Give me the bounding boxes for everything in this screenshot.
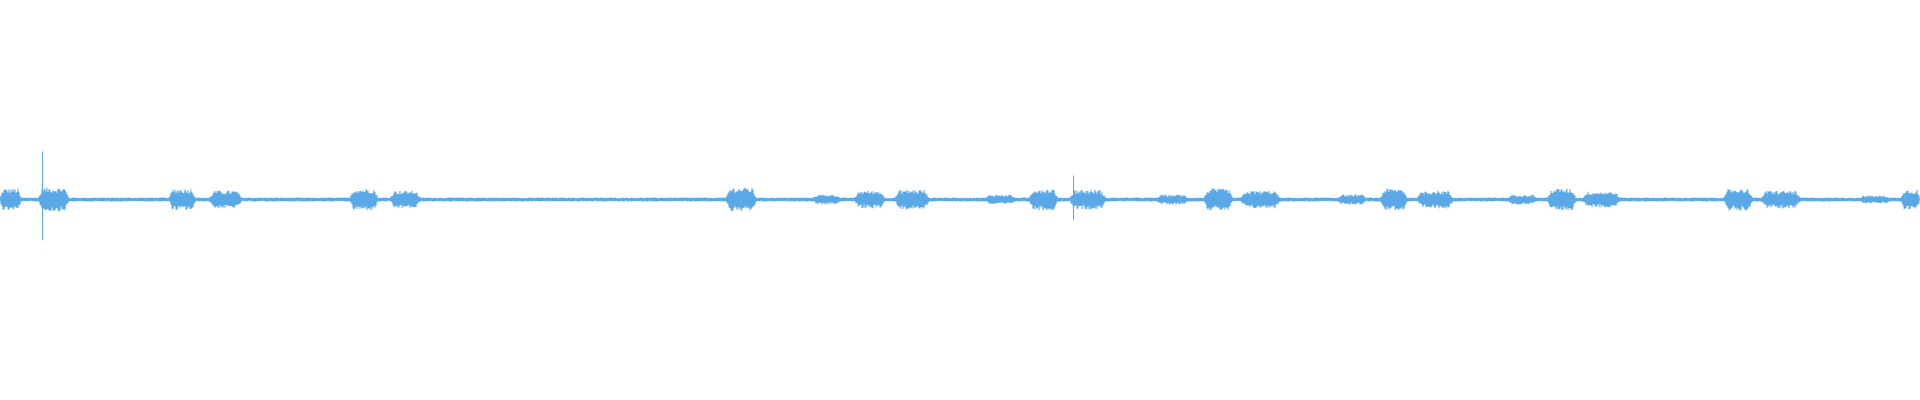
waveform-trace: [0, 187, 1920, 212]
